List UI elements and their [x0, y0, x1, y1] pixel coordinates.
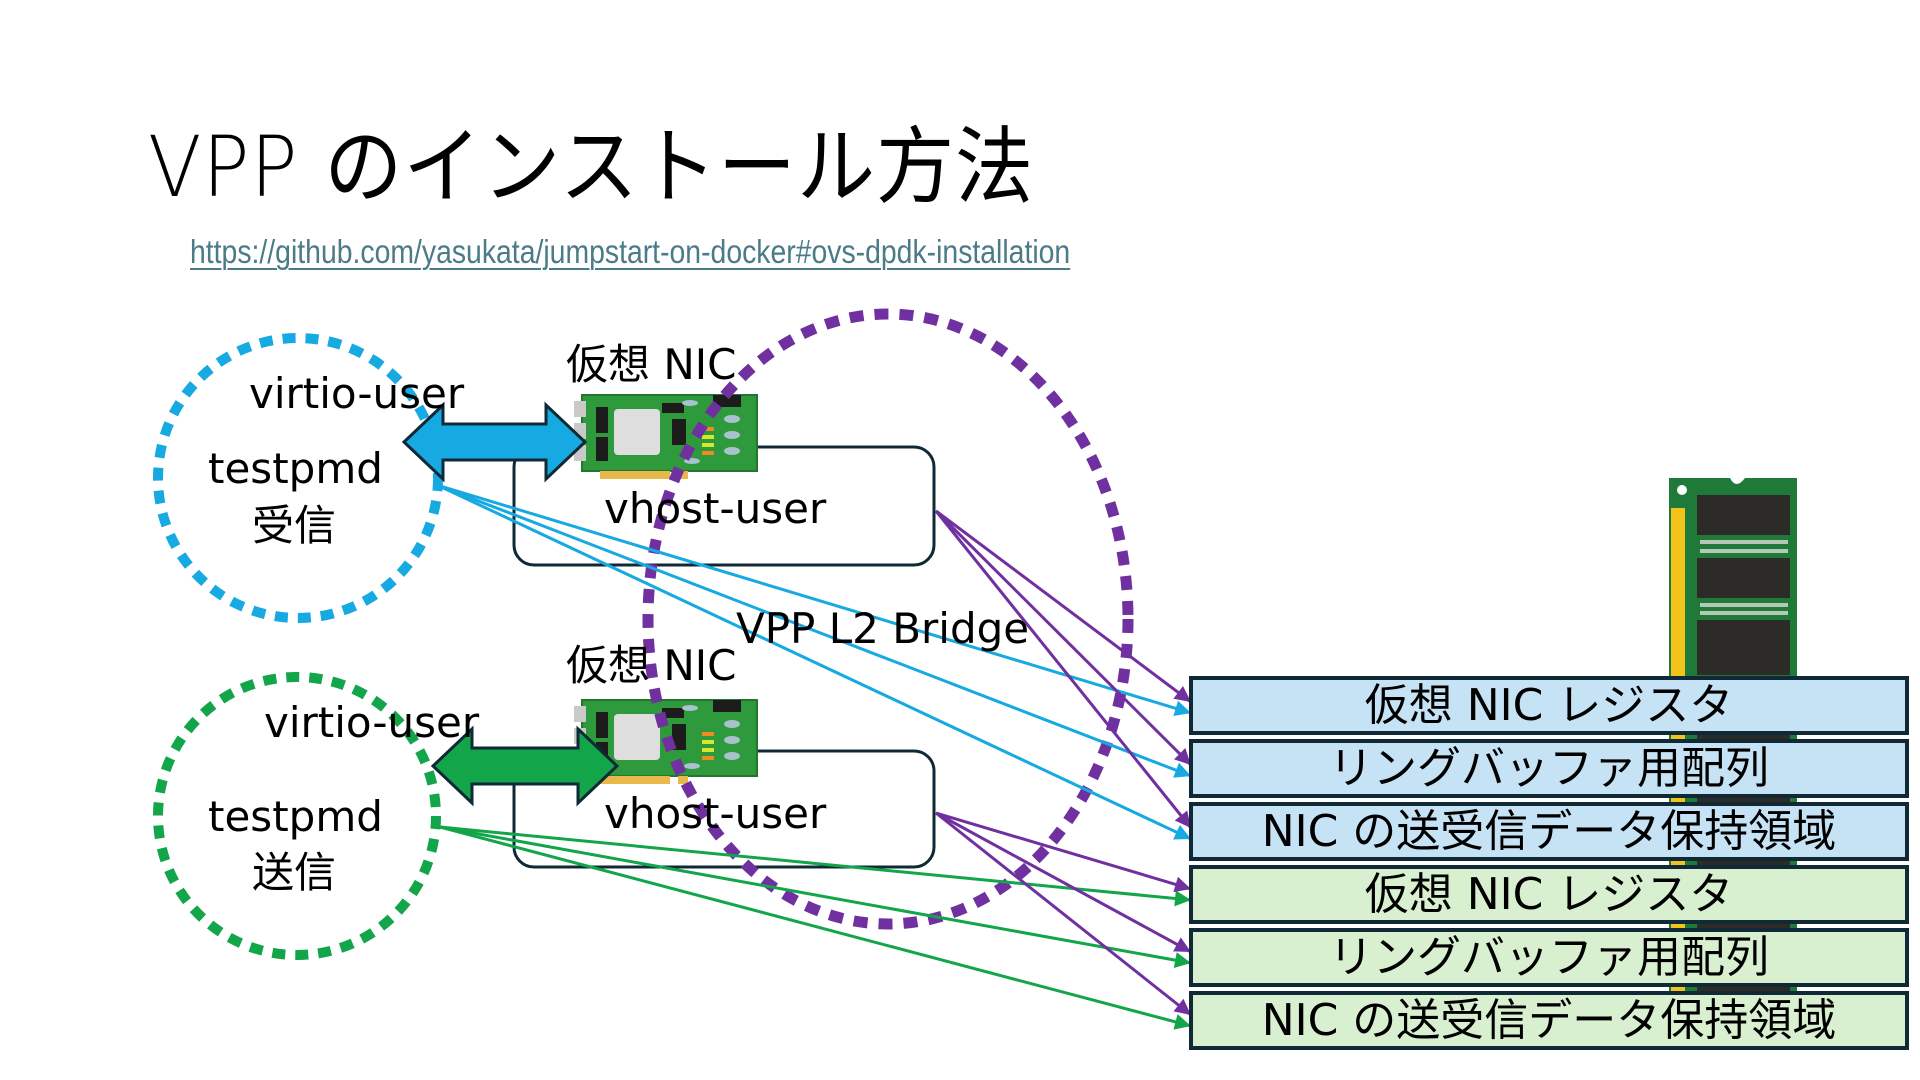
rx-connection-line	[436, 483, 1192, 778]
vpp-l2-bridge-label: VPP L2 Bridge	[736, 604, 1030, 653]
tx-connection-line	[439, 825, 1192, 907]
memory-region-box-rx	[1189, 739, 1909, 798]
vhost-rx-connection-line	[934, 510, 1193, 829]
vhost-user-label-rx: vhost-user	[604, 484, 827, 533]
memory-region-box-rx	[1189, 676, 1909, 735]
memory-region-box-tx	[1189, 865, 1909, 924]
memory-region-label: 仮想 NIC レジスタ	[1364, 680, 1734, 731]
testpmd-label-rx: testpmd	[208, 444, 383, 493]
testpmd-label-tx: testpmd	[208, 792, 383, 841]
memory-region-label: NIC の送受信データ保持領域	[1261, 806, 1837, 857]
vhost-tx-connection-line	[935, 811, 1192, 1017]
memory-region-label: リングバッファ用配列	[1329, 932, 1769, 983]
memory-region-label: NIC の送受信データ保持領域	[1261, 995, 1837, 1046]
vpp-l2-bridge-ellipse	[642, 308, 1134, 930]
memory-region-box-tx	[1189, 928, 1909, 987]
memory-region-box-rx	[1189, 802, 1909, 861]
virtio-user-label-tx: virtio-user	[264, 698, 480, 747]
rx-connection-line	[436, 483, 1192, 717]
connection-lines	[436, 483, 1193, 1030]
slide-title: VPP のインストール方法	[148, 118, 1035, 216]
vhost-user-label-tx: vhost-user	[604, 789, 827, 838]
reference-link[interactable]: https://github.com/yasukata/jumpstart-on…	[190, 233, 1071, 270]
rx-double-arrow	[401, 401, 588, 483]
memory-region-label: 仮想 NIC レジスタ	[1364, 869, 1734, 920]
memory-region-boxes	[1189, 676, 1909, 1050]
testpmd-tx-circle	[153, 672, 441, 960]
rx-connection-line	[436, 483, 1192, 841]
vhost-rx-connection-line	[934, 509, 1193, 767]
memory-region-label: リングバッファ用配列	[1329, 743, 1769, 794]
virtual-nic-label-rx: 仮想 NIC	[566, 340, 737, 389]
vhost-tx-connection-line	[935, 811, 1192, 893]
memory-region-box-tx	[1189, 991, 1909, 1050]
send-role-label: 送信	[252, 848, 337, 897]
vhost-tx-connection-line	[935, 811, 1192, 954]
virtual-nic-label-tx: 仮想 NIC	[566, 641, 737, 690]
tx-double-arrow	[430, 725, 620, 807]
tx-connection-line	[439, 825, 1192, 969]
vhost-rx-connection-line	[935, 509, 1192, 704]
virtio-user-label-rx: virtio-user	[249, 369, 465, 418]
receive-role-label: 受信	[252, 501, 337, 550]
testpmd-rx-circle	[153, 333, 443, 623]
virtual-nic-card-icon-rx	[574, 394, 758, 479]
tx-connection-line	[439, 825, 1192, 1030]
